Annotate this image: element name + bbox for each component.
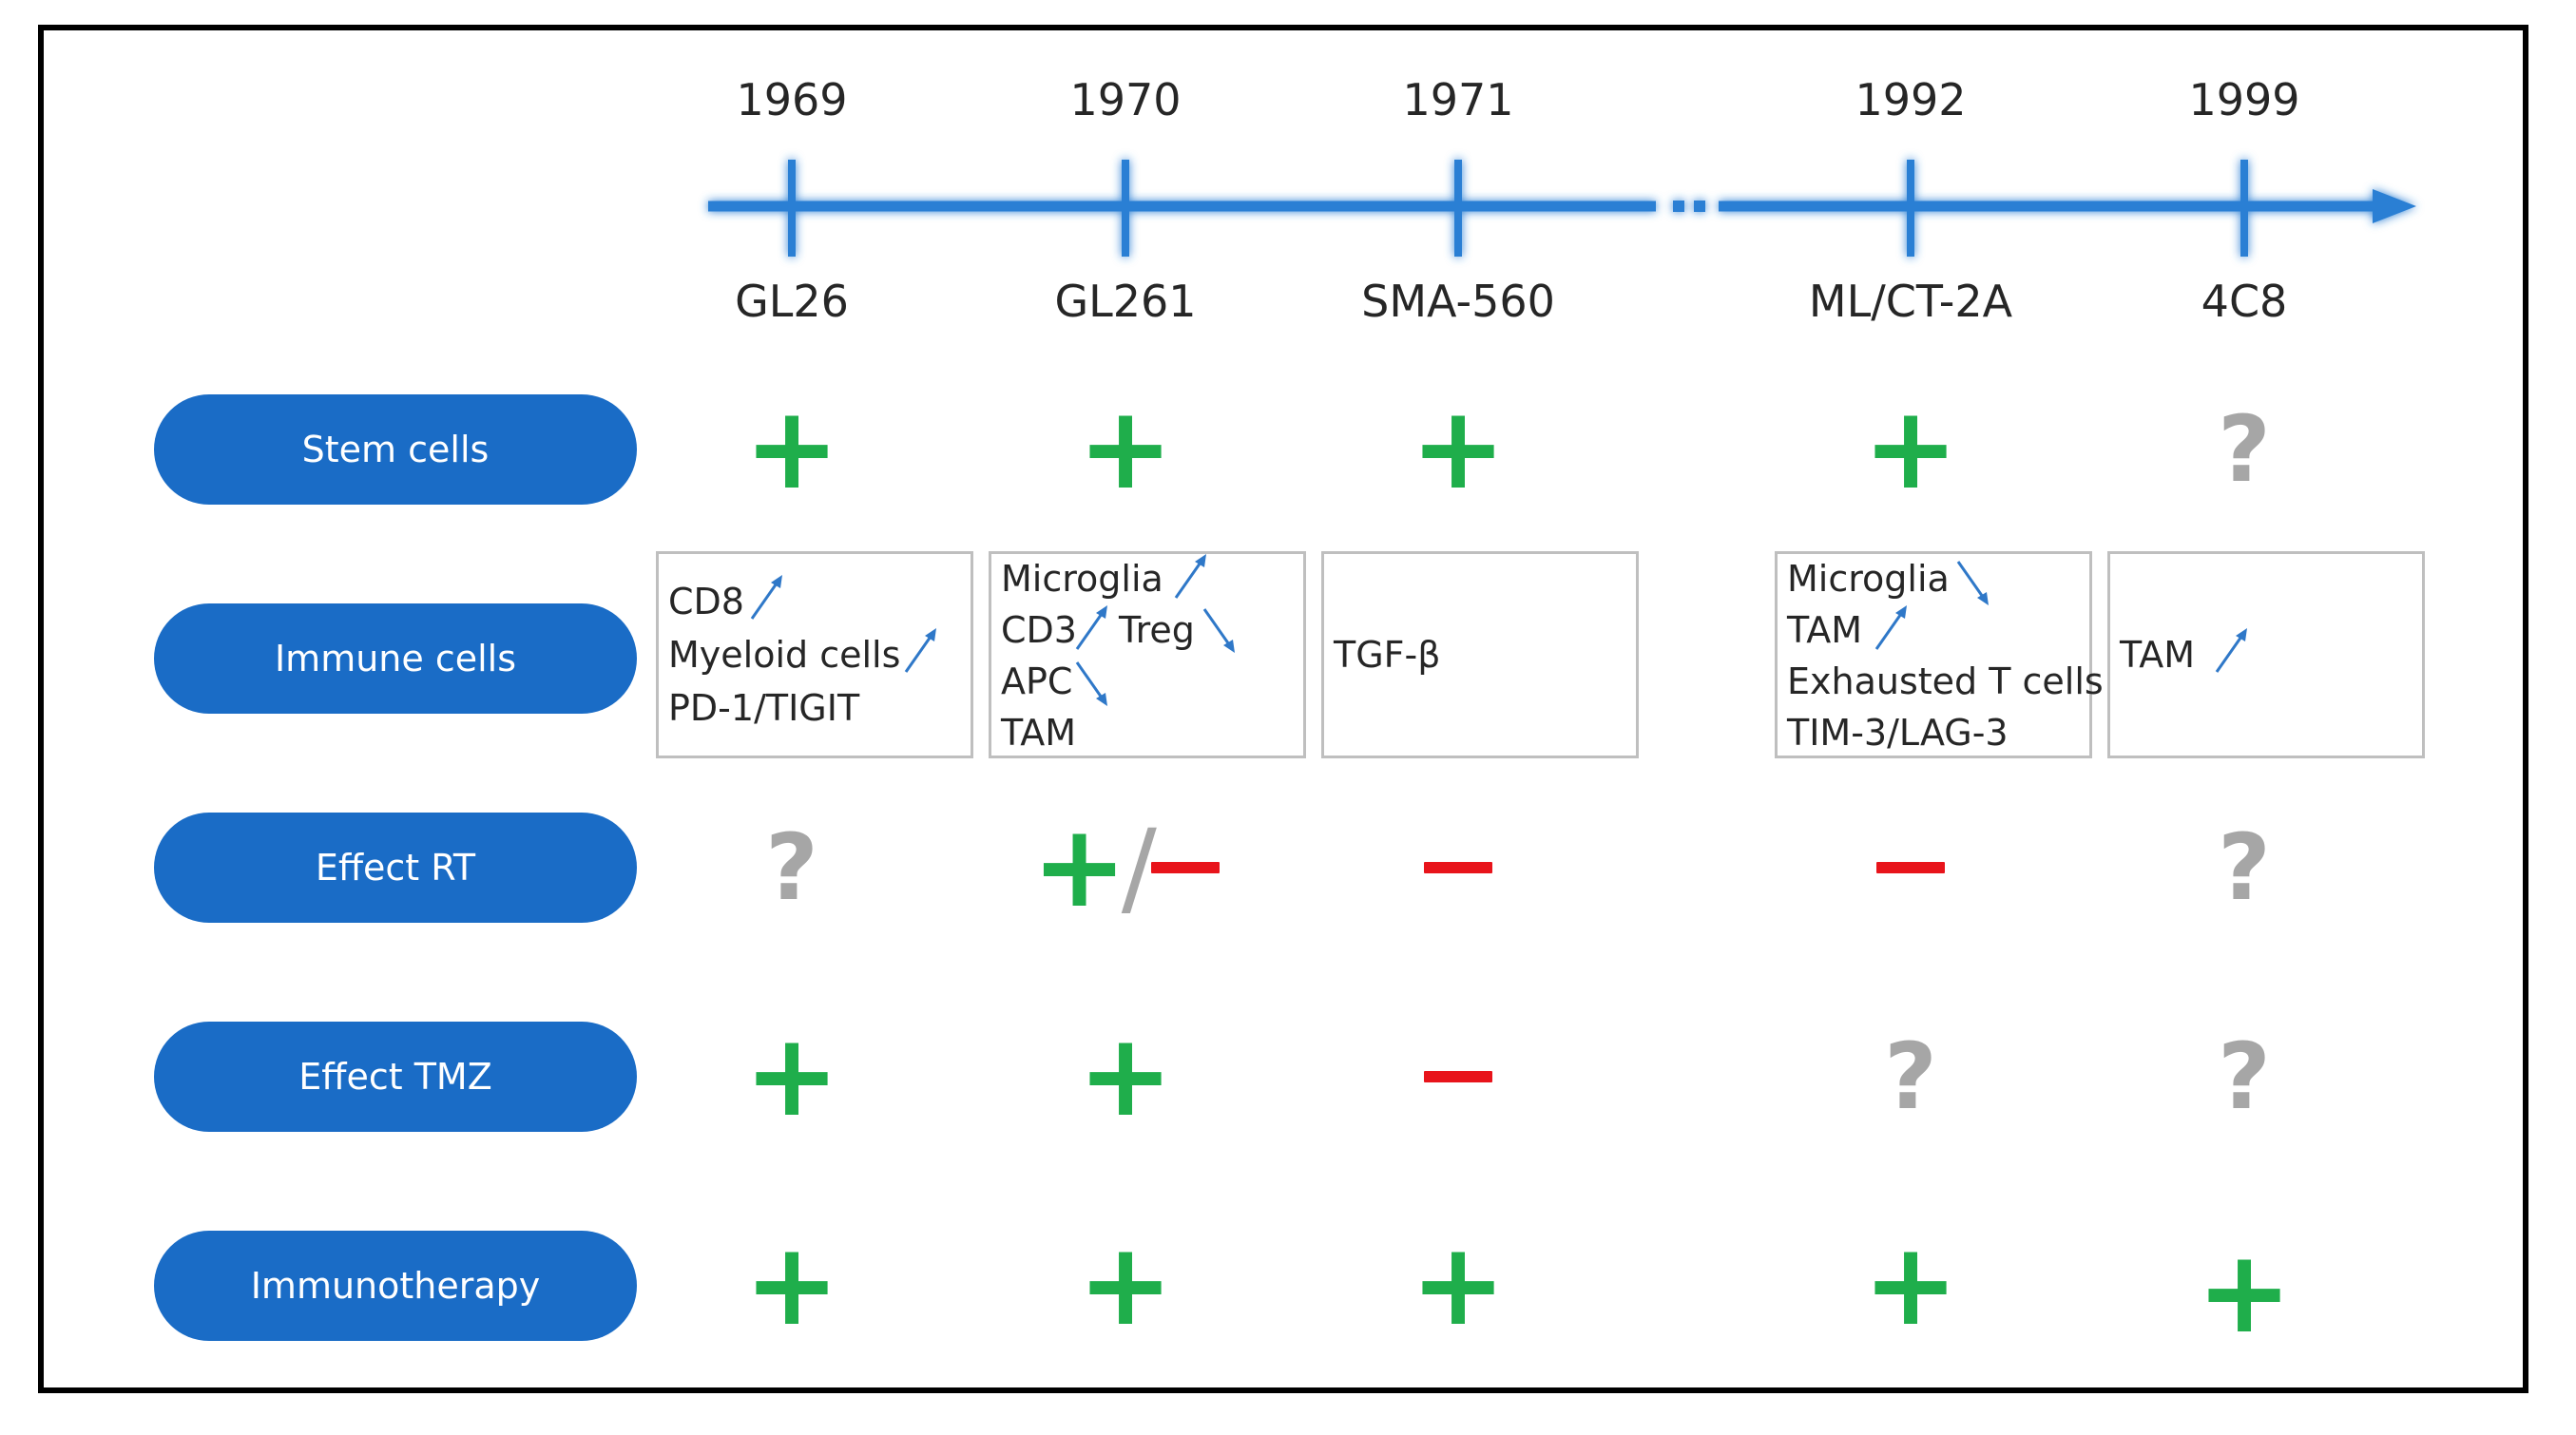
row-label-effect-tmz: Effect TMZ — [154, 1022, 637, 1132]
arrow-down-right-icon — [1075, 661, 1107, 706]
arrow-right-icon — [2373, 189, 2416, 223]
plus-symbol: + — [743, 1010, 840, 1142]
immune-box-gl26: CD8 Myeloid cells PD-1/TIGIT — [656, 551, 973, 758]
immune-box-mlct2a: Microglia TAM Exhausted T cells TIM-3/LA… — [1775, 551, 2104, 758]
plus-symbol: + — [1077, 383, 1174, 515]
question-symbol: ? — [1884, 1024, 1937, 1130]
minus-symbol — [1150, 862, 1220, 873]
minus-symbol — [1424, 862, 1492, 873]
immune-item: PD-1/TIGIT — [668, 687, 860, 729]
question-symbol: ? — [765, 814, 818, 921]
immune-item: TAM — [1787, 609, 1863, 651]
question-symbol: ? — [2218, 396, 2271, 503]
arrow-up-right-icon — [2215, 628, 2247, 673]
minus-symbol — [1424, 1071, 1492, 1082]
row-label-immune-cells: Immune cells — [154, 603, 637, 714]
question-symbol: ? — [2218, 1024, 2271, 1130]
plus-symbol: + — [1031, 801, 1127, 933]
plus-symbol: + — [1410, 383, 1507, 515]
plus-symbol: + — [743, 383, 840, 515]
immune-item: TAM — [1001, 712, 1077, 754]
arrow-up-right-icon — [904, 628, 936, 673]
year-label: 1971 — [1402, 74, 1514, 125]
plus-symbol: + — [1862, 1219, 1959, 1351]
slash-symbol: / — [1121, 807, 1157, 928]
immune-box-4c8: TAM — [2107, 551, 2425, 758]
plus-symbol: + — [743, 1219, 840, 1351]
minus-symbol — [1876, 862, 1945, 873]
year-label: 1999 — [2188, 74, 2300, 125]
immune-item: CD8 — [668, 581, 744, 622]
model-label: GL261 — [1054, 276, 1197, 327]
immune-item: APC — [1001, 660, 1073, 702]
year-label: 1992 — [1855, 74, 1967, 125]
arrow-up-right-icon — [1874, 605, 1907, 650]
arrow-up-right-icon — [1075, 605, 1107, 650]
timeline-gap-dot — [1694, 201, 1705, 212]
arrow-up-right-icon — [1174, 554, 1206, 599]
model-label: 4C8 — [2201, 276, 2288, 327]
arrow-down-right-icon — [1202, 608, 1235, 653]
immune-item: TAM — [2120, 634, 2196, 676]
plus-symbol: + — [1862, 383, 1959, 515]
immune-box-sma560: TGF-β — [1321, 551, 1639, 758]
immune-item: TIM-3/LAG-3 — [1787, 712, 2009, 754]
immune-item: Microglia — [1787, 558, 1950, 600]
immune-item: Microglia — [1001, 558, 1163, 600]
immune-item: Treg — [1119, 609, 1195, 651]
year-label: 1970 — [1069, 74, 1182, 125]
question-symbol: ? — [2218, 814, 2271, 921]
plus-minus-symbol: + / — [935, 807, 1316, 928]
arrow-up-right-icon — [750, 575, 782, 620]
immune-item: CD3 — [1001, 609, 1077, 651]
timeline-gap-dot — [1673, 201, 1684, 212]
plus-symbol: + — [1077, 1010, 1174, 1142]
year-label: 1969 — [736, 74, 848, 125]
model-label: GL26 — [735, 276, 849, 327]
plus-symbol: + — [1410, 1219, 1507, 1351]
plus-symbol: + — [2196, 1227, 2293, 1359]
arrow-down-right-icon — [1956, 561, 1989, 605]
immune-box-gl261: Microglia CD3 Treg APC TAM — [989, 551, 1306, 758]
immune-item: TGF-β — [1334, 634, 1441, 676]
plus-symbol: + — [1077, 1219, 1174, 1351]
model-label: ML/CT-2A — [1808, 276, 2013, 327]
immune-item: Myeloid cells — [668, 634, 901, 676]
row-label-immunotherapy: Immunotherapy — [154, 1231, 637, 1341]
row-label-stem-cells: Stem cells — [154, 394, 637, 505]
model-label: SMA-560 — [1361, 276, 1555, 327]
immune-item: Exhausted T cells — [1787, 660, 2104, 702]
row-label-effect-rt: Effect RT — [154, 813, 637, 923]
